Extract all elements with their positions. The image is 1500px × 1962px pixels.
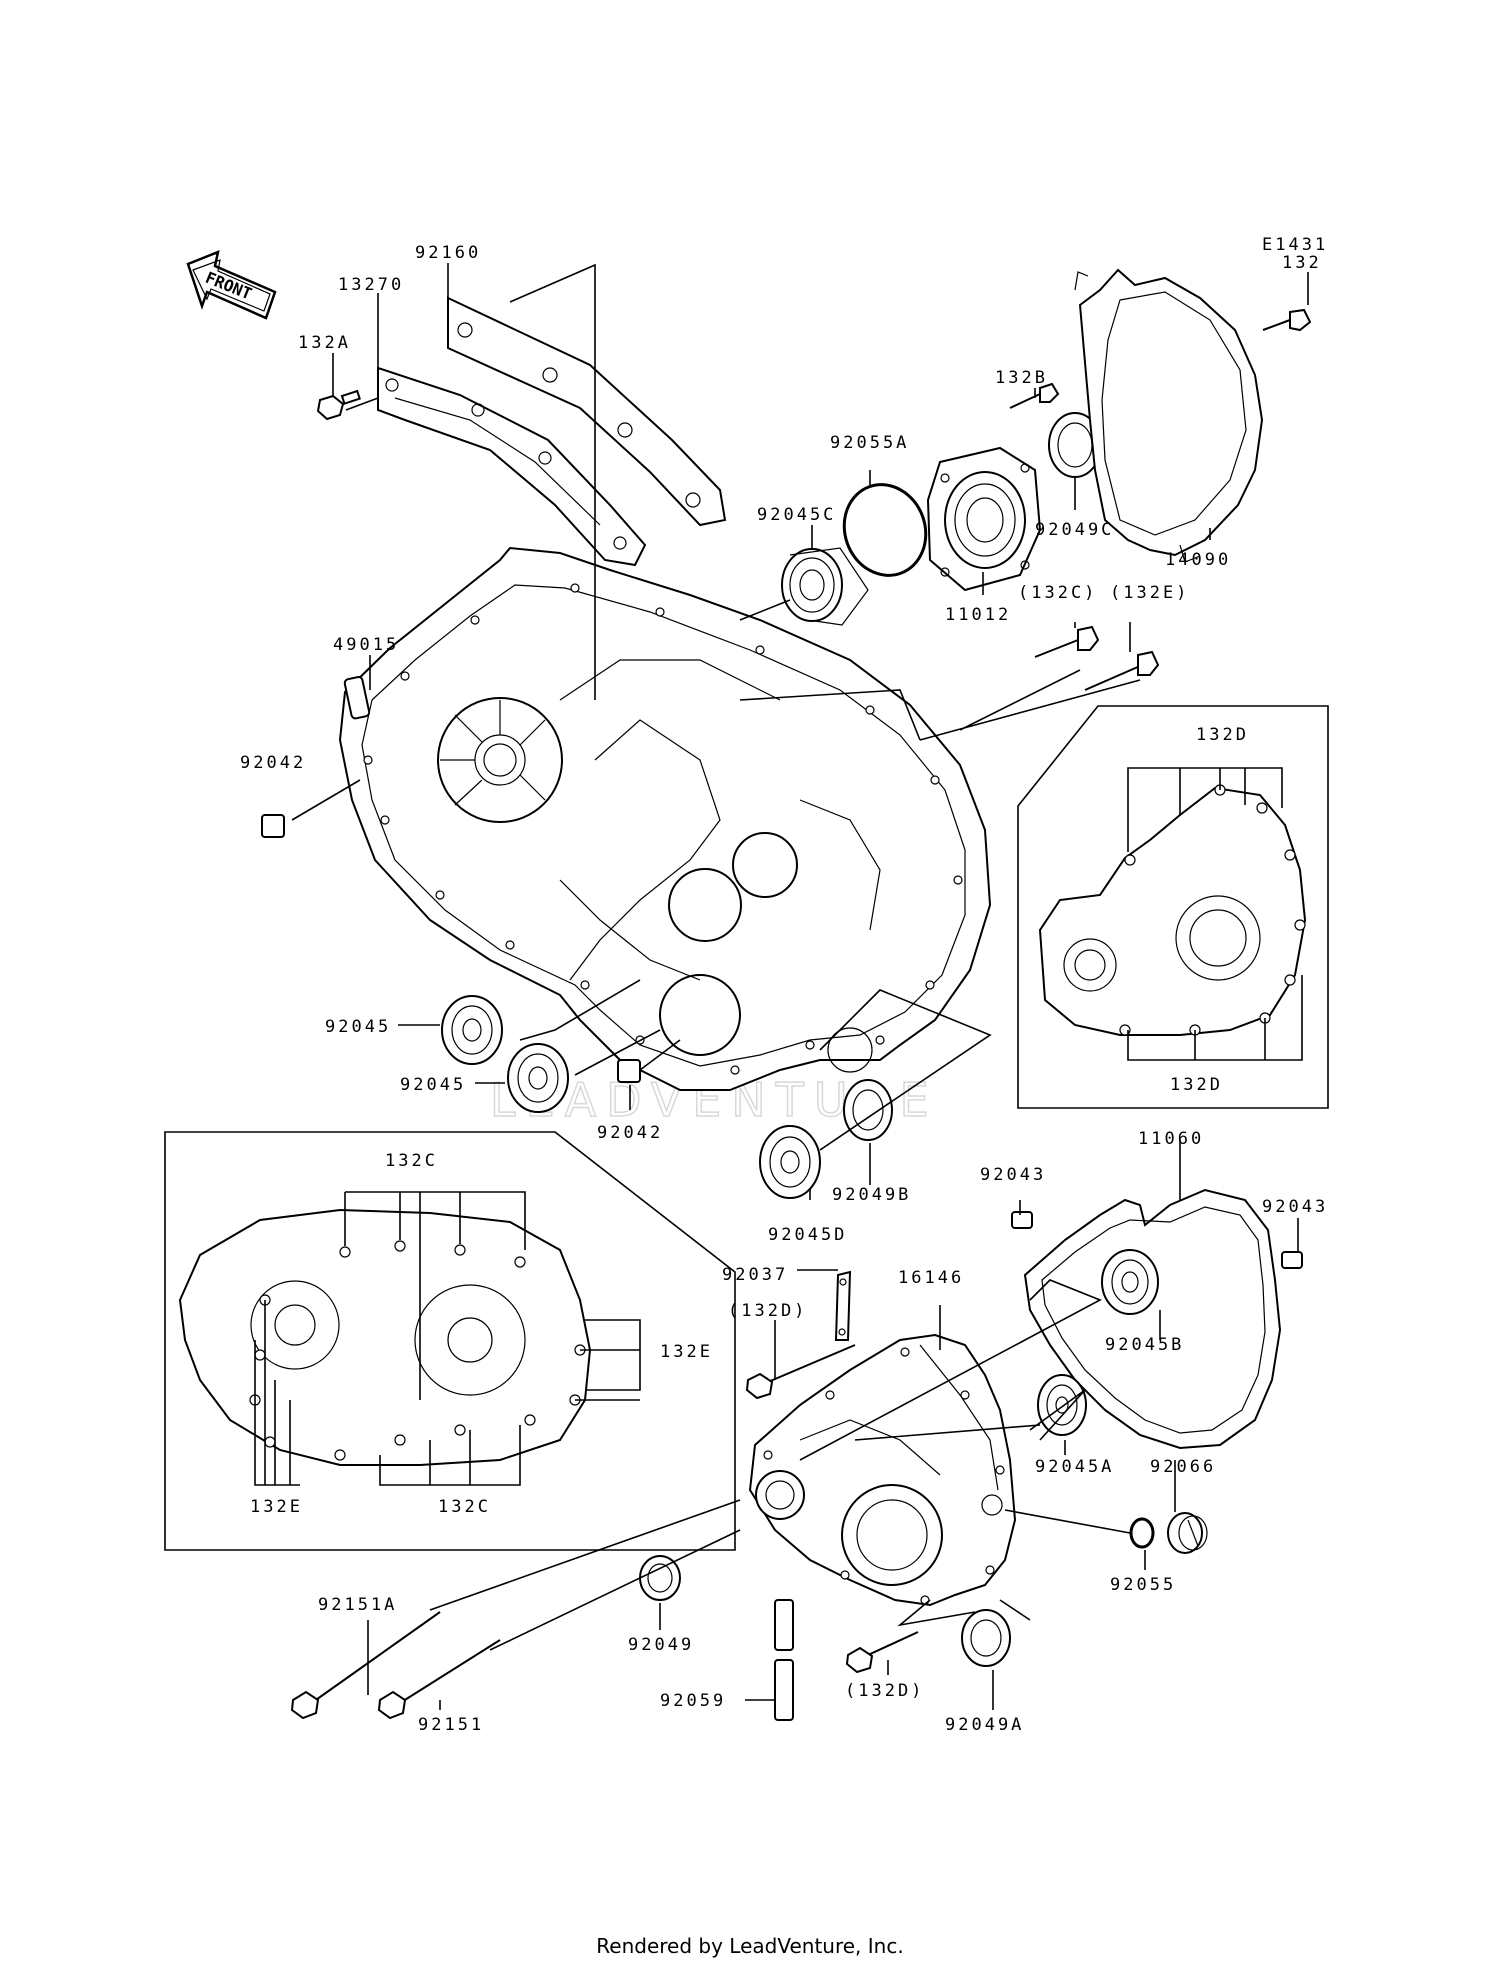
label-132D-bottom: 132D [1170,1075,1223,1095]
part-92045D-bearing [759,1125,821,1199]
inset-132C-132E-box [164,1131,736,1551]
label-132E-inset: 132E [660,1342,713,1362]
part-92049A-seal [961,1609,1011,1667]
label-92066: 92066 [1150,1457,1216,1477]
label-92049C: 92049C [1035,520,1114,540]
label-132E-paren: (132E) [1110,583,1189,603]
part-92043-dowel-left [1011,1211,1033,1229]
label-11012: 11012 [945,605,1011,625]
part-132-bolt [1262,308,1312,332]
label-92049: 92049 [628,1635,694,1655]
part-92049-seal [639,1555,681,1601]
part-92066-plug [1167,1512,1208,1554]
part-92059-pipe [774,1599,794,1721]
part-92045A-bearing [1037,1374,1087,1436]
label-92059: 92059 [660,1691,726,1711]
part-labels: 92160 13270 132A 92055A 132B 132 92045C … [240,243,1328,1735]
part-14090-cover [1074,268,1264,563]
label-92160: 92160 [415,243,481,263]
part-11060-gasket [1023,1188,1282,1450]
label-92055A: 92055A [830,433,909,453]
label-14090: 14090 [1165,550,1231,570]
part-132D-bolt-bottom [845,1631,919,1674]
label-132C-inset-bottom: 132C [438,1497,491,1517]
label-92151A: 92151A [318,1595,397,1615]
label-49015: 49015 [333,635,399,655]
part-92045-bearing-2 [507,1043,569,1113]
part-92037-bracket [834,1270,852,1341]
part-92151-bolt [377,1639,501,1720]
part-92045B-bearing [1101,1249,1159,1315]
label-92151: 92151 [418,1715,484,1735]
label-11060: 11060 [1138,1129,1204,1149]
label-92045D: 92045D [768,1225,847,1245]
label-92037: 92037 [722,1265,788,1285]
part-92055-o-ring [1129,1517,1155,1549]
part-92042-dowel-bottom [617,1059,641,1083]
label-92045B: 92045B [1105,1335,1184,1355]
part-132C-bolt-top [1034,625,1100,658]
part-92042-dowel-top [261,814,285,838]
label-92042-top: 92042 [240,753,306,773]
label-132: 132 [1282,253,1322,273]
footer-credit: Rendered by LeadVenture, Inc. [596,1934,904,1958]
label-92055: 92055 [1110,1575,1176,1595]
part-132E-bolt-top [1084,650,1160,691]
label-92045C: 92045C [757,505,836,525]
label-92045-2: 92045 [400,1075,466,1095]
label-132D-top: 132D [1196,725,1249,745]
label-132A: 132A [298,333,351,353]
label-92043-right: 92043 [1262,1197,1328,1217]
leader-lines [291,263,1309,1710]
part-92160-gasket [447,296,727,527]
part-16146-cover [748,1333,1017,1607]
part-92055A-o-ring [842,483,928,577]
label-92049B: 92049B [832,1185,911,1205]
label-92049A: 92049A [945,1715,1024,1735]
label-92045A: 92045A [1035,1457,1114,1477]
label-132E-inset-bottom: 132E [250,1497,303,1517]
front-arrow-icon: FRONT [186,249,277,320]
label-16146: 16146 [898,1268,964,1288]
label-132D-paren-top: (132D) [728,1301,807,1321]
part-92043-dowel-right [1281,1251,1303,1269]
label-132C-inset-top: 132C [385,1151,438,1171]
label-92045-1: 92045 [325,1017,391,1037]
label-13270: 13270 [338,275,404,295]
part-49015-crankcase [338,546,992,1091]
label-132B: 132B [995,368,1048,388]
label-92043-left: 92043 [980,1165,1046,1185]
part-92045-bearing-1 [441,995,503,1065]
part-132D-bolt-top [745,1344,856,1400]
inset-132D-box [1017,705,1329,1109]
label-92042-bottom: 92042 [597,1123,663,1143]
part-92049B-seal [843,1079,893,1141]
part-92045C-bearing [781,547,869,626]
part-132A-bolt [316,389,361,421]
part-92151A-bolt [290,1611,441,1720]
label-132D-paren-bottom: (132D) [845,1681,924,1701]
diagram-code: E1431 [1262,235,1328,255]
part-13270-plate [377,366,647,567]
part-11012-bearing-housing [926,446,1042,592]
label-132C-paren: (132C) [1018,583,1097,603]
